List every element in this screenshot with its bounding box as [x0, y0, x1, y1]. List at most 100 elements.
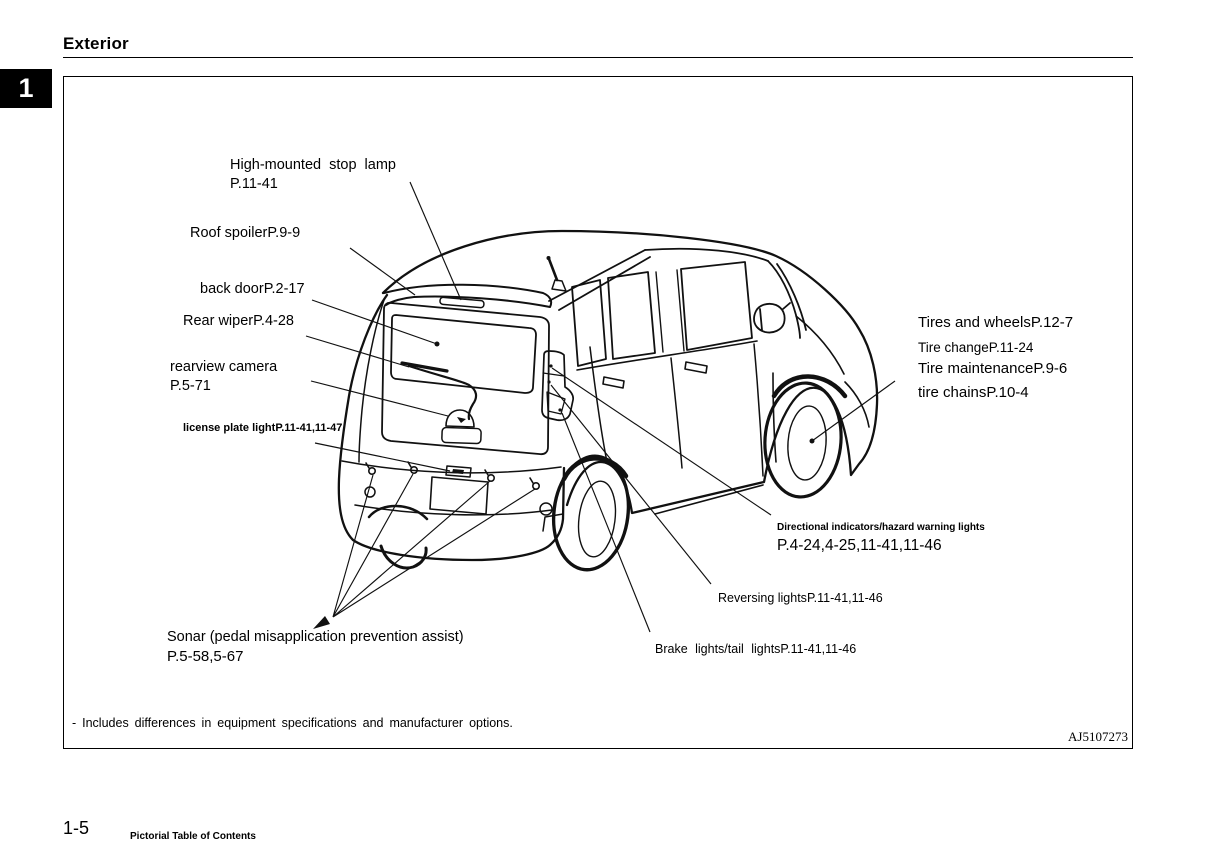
- high-mounted-stop-lamp-shape: [439, 296, 485, 309]
- b-pillar-lines: [655, 269, 685, 353]
- callout-label: Tires and wheels: [918, 314, 1031, 331]
- leader-rear-wiper: [305, 335, 410, 368]
- sonar-sensors: [365, 461, 540, 490]
- license-plate-light-lens: [452, 469, 464, 474]
- callout-roof-spoiler: Roof spoilerP.9-9: [190, 224, 300, 243]
- leader-reversing-lights: [550, 384, 712, 585]
- callout-page: P.4-28: [253, 313, 294, 329]
- leader-high-mounted-stop-lamp: [409, 181, 462, 301]
- tail-lamp-divider: [542, 372, 565, 377]
- rear-door-window: [607, 271, 656, 360]
- a-pillar: [767, 260, 807, 339]
- callout-page: P.9-6: [1033, 360, 1068, 377]
- callout-page: P.12-7: [1030, 314, 1074, 331]
- antenna-tip: [546, 256, 551, 260]
- callout-page: P.2-17: [263, 281, 305, 297]
- callout-tire-chains: tire chainsP.10-4: [918, 383, 1029, 403]
- bumper-step: [542, 513, 564, 532]
- leader-dot-back-door: [434, 341, 440, 347]
- roof-side-edge: [644, 247, 769, 262]
- rocker-inner-line: [654, 484, 764, 515]
- callout-page: P.11-41,11-46: [780, 642, 857, 656]
- license-plate-light-shape: [445, 465, 472, 478]
- leader-sonar-fan: [332, 473, 536, 618]
- equipment-note: - Includes differences in equipment spec…: [72, 716, 513, 730]
- callout-label: tire chains: [918, 384, 987, 401]
- callout-label: rearview camera: [170, 359, 278, 375]
- leader-lines: [305, 181, 896, 633]
- page-number: 1-5: [63, 818, 90, 838]
- callout-page: P.11-41: [230, 175, 278, 192]
- callout-rear-wiper: Rear wiperP.4-28: [183, 312, 294, 331]
- left-rear-tire: [379, 544, 428, 570]
- bumper-reflector-right: [539, 502, 553, 516]
- rear-wiper-blade: [400, 361, 449, 373]
- callout-tire-change: Tire changeP.11-24: [918, 339, 1033, 357]
- chapter-tab: 1: [0, 69, 52, 108]
- callout-sonar: Sonar (pedal misapplication prevention a…: [167, 628, 464, 666]
- roof-spoiler-shape: [383, 283, 553, 308]
- callout-label: Reversing lights: [718, 591, 807, 605]
- bumper-reflector-left: [364, 486, 376, 498]
- fender-crease: [795, 315, 845, 375]
- rear-wiper-arm: [407, 364, 478, 421]
- back-door-panel: [381, 301, 550, 456]
- door-handle-front: [684, 361, 708, 374]
- belt-line: [576, 340, 758, 371]
- callout-label: High-mounted stop lamp: [230, 157, 396, 173]
- leader-dot-tires: [809, 438, 815, 444]
- rearview-camera-dome: [445, 409, 475, 428]
- tail-lamp-dot-2: [547, 380, 551, 384]
- callout-back-door: back doorP.2-17: [200, 280, 305, 299]
- side-mirror-shape: [753, 302, 791, 334]
- leader-brake-tail-lights: [561, 412, 651, 633]
- leader-tires-and-wheels: [811, 380, 896, 442]
- page-title: Exterior: [63, 34, 129, 53]
- callout-page: P.11-24: [988, 340, 1034, 355]
- leader-roof-spoiler: [349, 247, 416, 296]
- rear-wheel-rim: [577, 480, 617, 558]
- callout-page: P.11-41,11-47: [275, 422, 343, 434]
- left-rear-arch: [367, 504, 429, 521]
- callout-license-plate-light: license plate lightP.11-41,11-47: [183, 421, 342, 435]
- callout-reversing-lights: Reversing lightsP.11-41,11-46: [718, 590, 883, 606]
- callout-page: P.5-71: [170, 377, 211, 394]
- callout-label: Sonar (pedal misapplication prevention a…: [167, 629, 464, 645]
- callout-label: Tire change: [918, 340, 989, 355]
- callout-page: P.5-58,5-67: [167, 647, 244, 665]
- license-plate: [429, 476, 489, 515]
- callout-label: Directional indicators/hazard warning li…: [777, 522, 985, 533]
- front-wheel-arch: [771, 374, 848, 399]
- section-heading-rule: Exterior: [63, 34, 1133, 58]
- rear-window: [390, 314, 537, 394]
- front-wheel-rim: [787, 405, 827, 481]
- antenna-base: [551, 279, 567, 292]
- quarter-window: [571, 279, 607, 367]
- chapter-tab-number: 1: [18, 73, 34, 103]
- leader-rearview-camera: [310, 380, 449, 417]
- tail-lamp-housing: [541, 350, 574, 422]
- car-body-silhouette: [381, 229, 879, 515]
- front-fender-edge: [772, 372, 777, 463]
- leader-sonar-arrowhead: [313, 616, 330, 629]
- callout-brake-tail-lights: Brake lights/tail lightsP.11-41,11-46: [655, 641, 856, 657]
- callout-tire-maintenance: Tire maintenanceP.9-6: [918, 359, 1067, 379]
- c-pillar-lines: [548, 249, 651, 311]
- door-handle-rear: [602, 376, 625, 389]
- callout-page: P.9-9: [267, 225, 301, 241]
- tail-lamp-dot-3: [558, 408, 562, 412]
- tail-lamp-lens: [546, 391, 566, 415]
- footer-section-title: Pictorial Table of Contents: [130, 831, 256, 842]
- rear-body-and-bumper: [337, 293, 566, 562]
- leader-license-plate-light: [314, 442, 451, 472]
- tail-lamp-dot-1: [549, 364, 553, 368]
- callout-page: P.4-24,4-25,11-41,11-46: [777, 537, 942, 554]
- leader-back-door: [311, 299, 438, 345]
- callout-label: Brake lights/tail lights: [655, 642, 781, 656]
- front-corner-line: [844, 381, 870, 428]
- camera-lens-detail: [457, 417, 466, 423]
- front-door-window: [680, 261, 753, 351]
- callout-tires-and-wheels: Tires and wheelsP.12-7: [918, 313, 1073, 333]
- callout-label: Rear wiper: [183, 313, 254, 329]
